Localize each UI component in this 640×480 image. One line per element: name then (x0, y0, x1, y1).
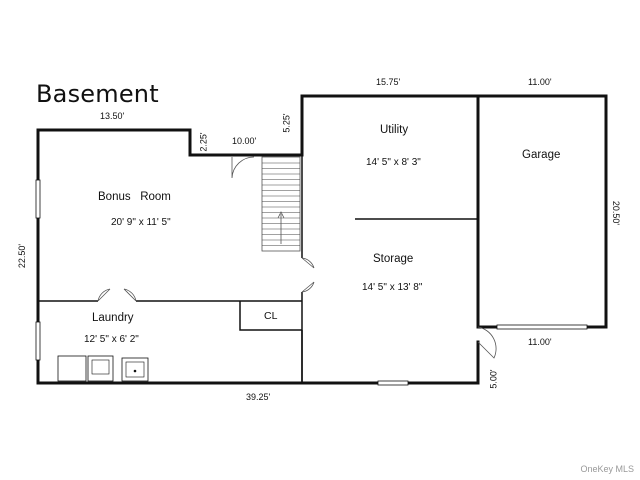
dimension-stair-side: 5.25' (281, 113, 292, 133)
room-name-utility: Utility (380, 124, 409, 136)
dimension-left-side: 22.50' (17, 243, 28, 269)
room-size-utility: 14' 5" x 8' 3" (366, 157, 421, 168)
room-name-garage: Garage (522, 149, 561, 161)
plan-title: Basement (36, 80, 159, 108)
dimension-bottom-right-notch: 5.00' (488, 369, 499, 389)
dimension-top-middle: 15.75' (376, 77, 401, 87)
windows (35, 179, 588, 386)
dimension-step-small: 2.25' (198, 132, 209, 152)
room-size-bonus-room: 20' 9" x 11' 5" (111, 217, 171, 228)
doors (97, 156, 497, 359)
dimension-bottom-total: 39.25' (246, 392, 271, 402)
room-size-laundry: 12' 5" x 6' 2" (84, 334, 139, 345)
dimension-garage-bottom: 11.00' (528, 337, 552, 347)
interior-walls (38, 155, 478, 383)
laundry-appliances (57, 355, 149, 382)
room-name-storage: Storage (373, 253, 414, 265)
dimension-top-right: 11.00' (528, 77, 552, 87)
watermark: OneKey MLS (580, 464, 634, 474)
dimension-garage-side: 20.50' (611, 200, 622, 226)
room-name-laundry: Laundry (92, 312, 134, 324)
staircase (261, 156, 301, 252)
room-size-storage: 14' 5" x 13' 8" (362, 282, 423, 293)
dimension-stair-width: 10.00' (232, 136, 257, 146)
dimension-top-left: 13.50' (100, 111, 125, 121)
room-name-bonus-room: Bonus Room (98, 191, 171, 203)
room-name-closet: CL (264, 310, 278, 322)
